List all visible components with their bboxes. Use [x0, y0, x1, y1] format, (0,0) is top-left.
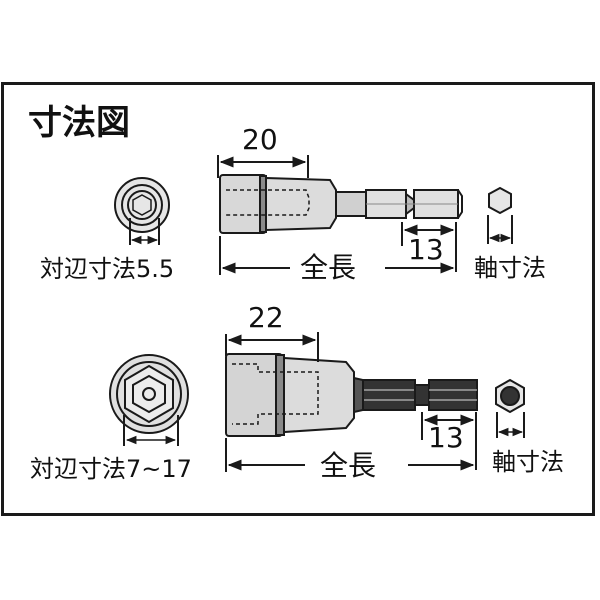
top-hex-length-label: 13 — [408, 233, 444, 266]
bottom-socket-length-label: 22 — [248, 301, 284, 334]
diagram-title: 寸法図 — [28, 103, 130, 143]
top-hex-length-dimension — [401, 222, 457, 272]
bottom-hex-length-dimension — [421, 412, 477, 470]
bottom-shank-end-view — [495, 378, 525, 438]
bottom-hex-length-label: 13 — [428, 421, 464, 454]
top-socket-end-view — [114, 177, 170, 245]
bottom-socket-length-dimension — [225, 332, 319, 362]
top-tool-side-view — [219, 174, 463, 234]
top-overall-length-label: 全長 — [300, 251, 357, 284]
bottom-socket-end-view — [109, 354, 189, 446]
bottom-overall-length-label: 全長 — [320, 449, 377, 482]
bottom-shank-size-label: 軸寸法 — [492, 448, 564, 476]
bottom-across-flats-label: 対辺寸法7~17 — [30, 455, 192, 483]
top-shank-end-view — [487, 186, 513, 244]
top-overall-length-dimension — [219, 236, 455, 275]
top-socket-length-label: 20 — [242, 123, 278, 156]
bottom-tool-side-view — [225, 353, 478, 437]
top-across-flats-label: 対辺寸法5.5 — [40, 255, 175, 283]
top-shank-size-label: 軸寸法 — [474, 254, 546, 282]
diagram-frame — [1, 82, 595, 516]
top-socket-length-dimension — [217, 155, 309, 178]
bottom-overall-length-dimension — [225, 438, 475, 472]
